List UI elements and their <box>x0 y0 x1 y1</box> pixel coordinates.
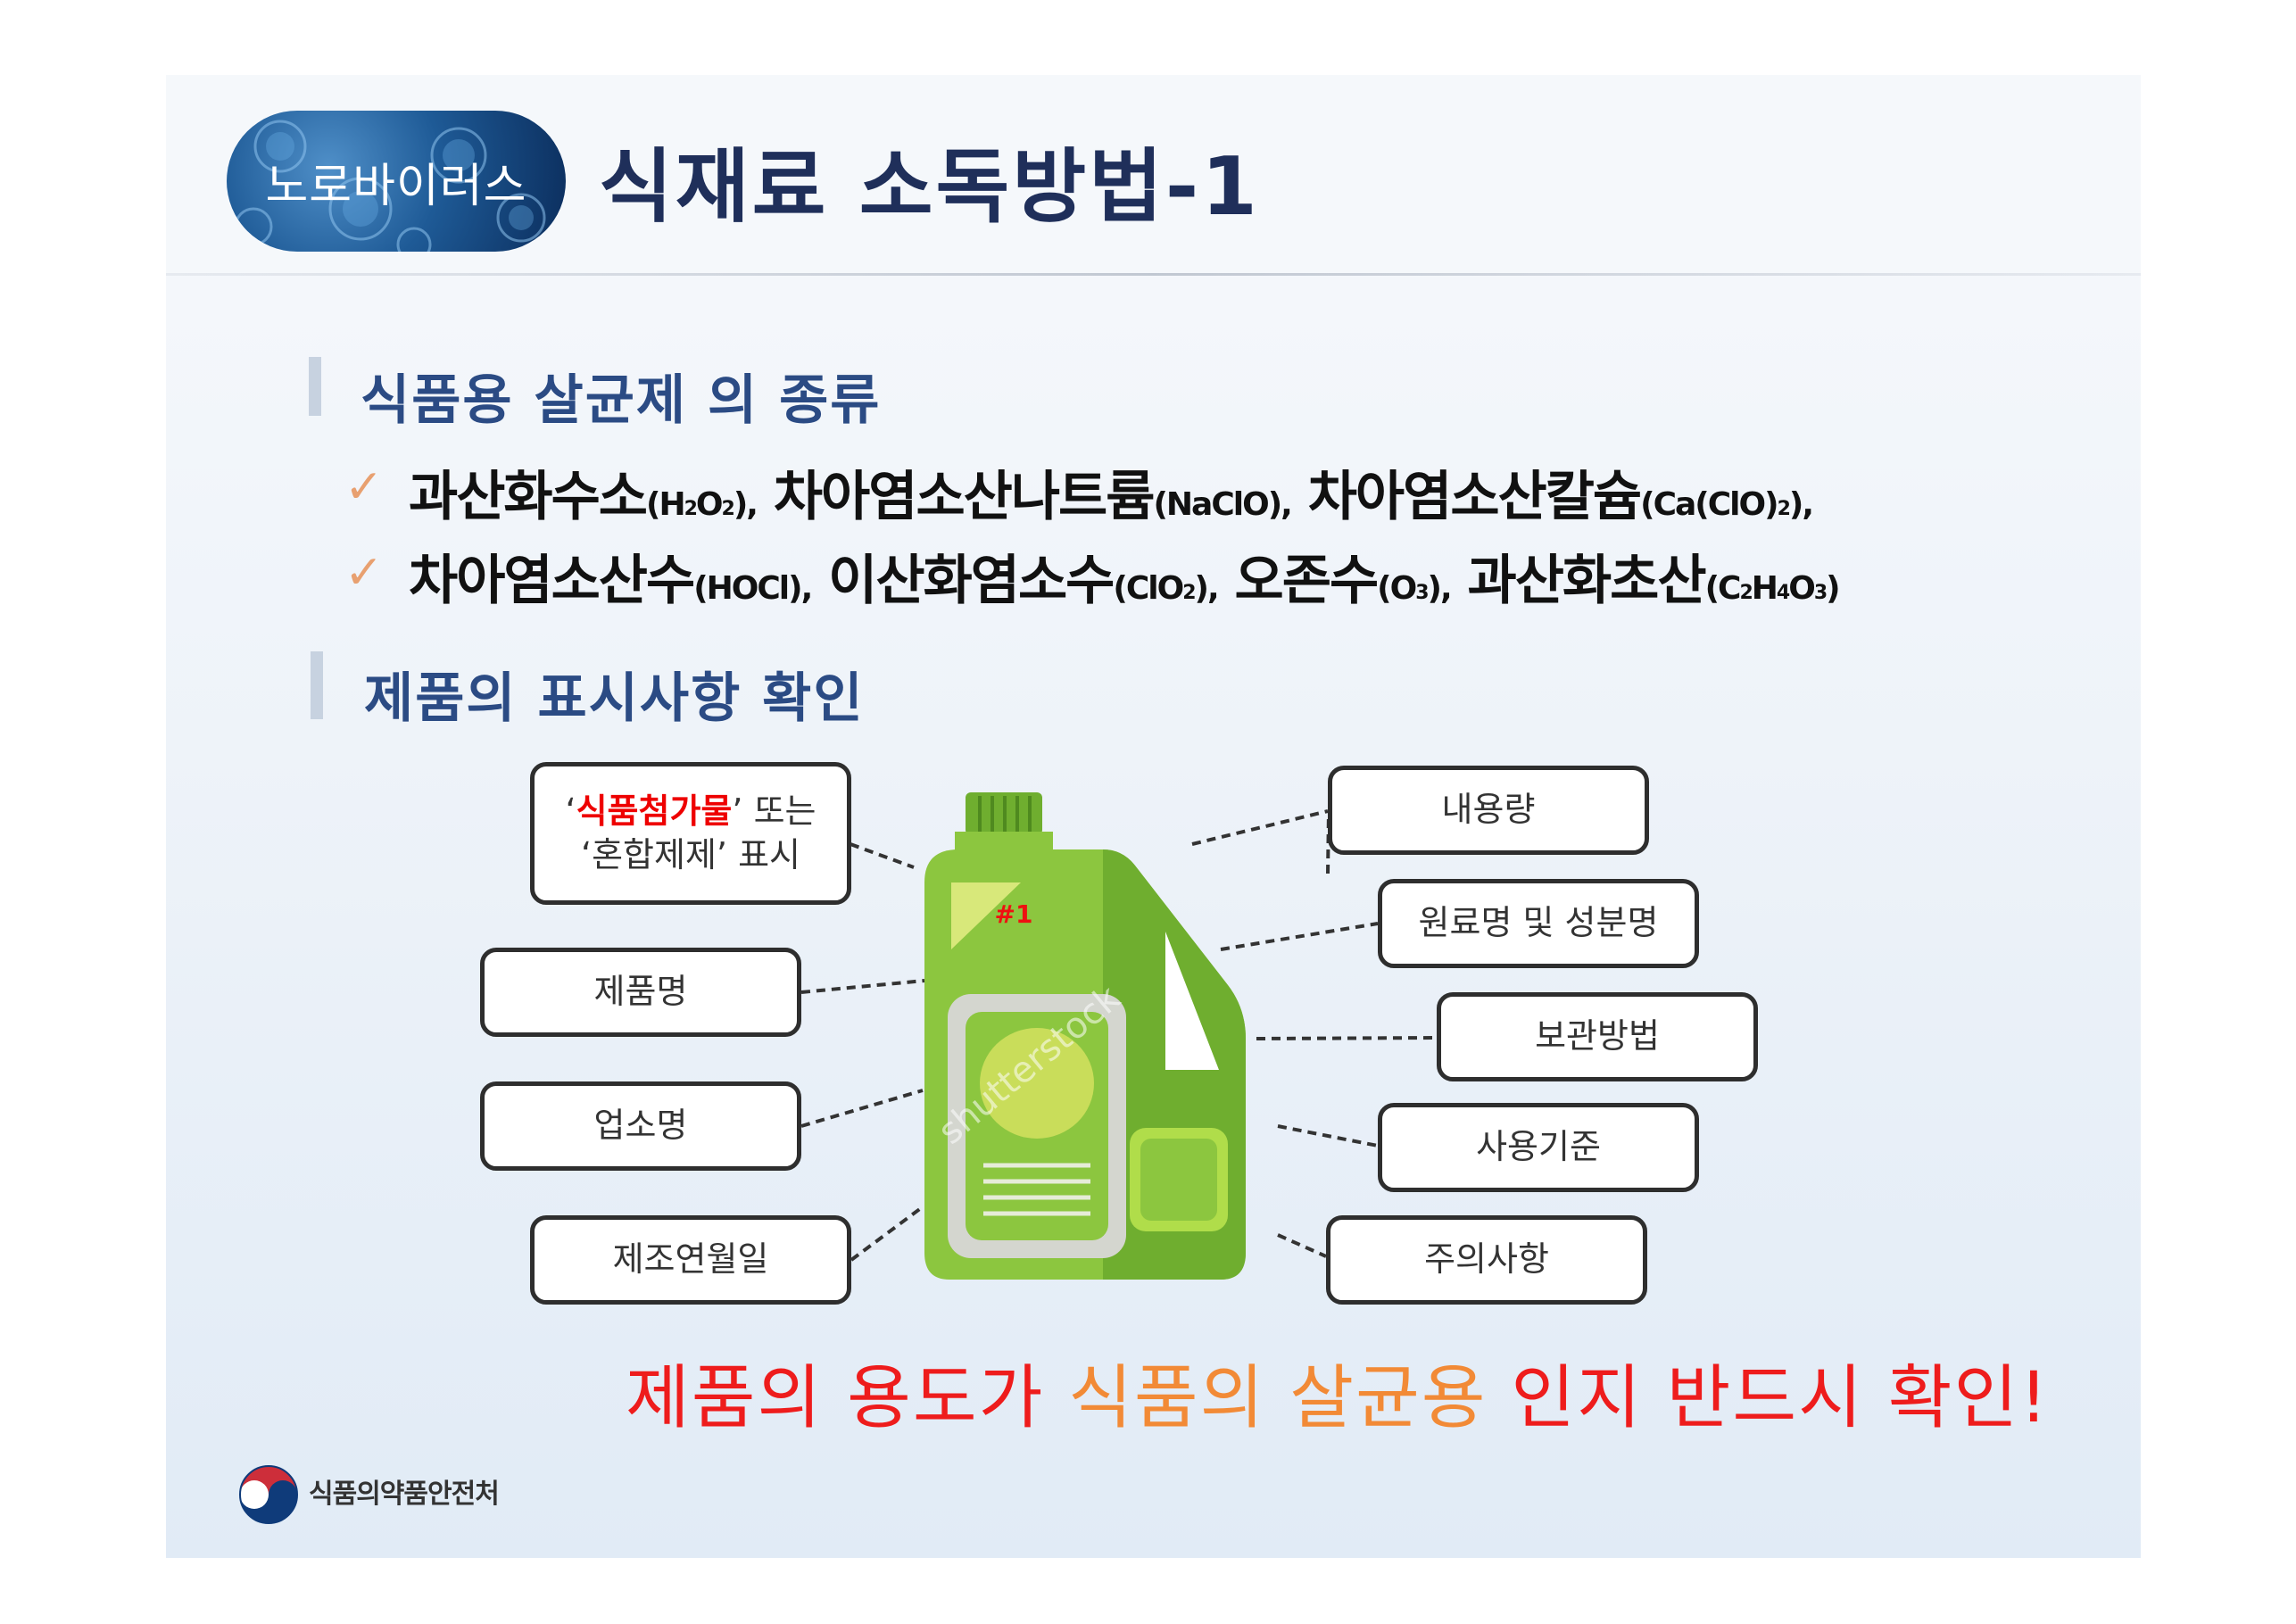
label-box-storage-method: 보관방법 <box>1437 992 1758 1081</box>
connector-line <box>1191 809 1329 846</box>
header-divider <box>166 273 2141 276</box>
sanitizer-list-line-2: 차아염소산수(HOCl), 이산화염소수(ClO2), 오존수(O3), 과산화… <box>409 550 1841 612</box>
label-box-food-additive: ‘식품첨가물’ 또는 ‘혼합제제’ 표시 <box>530 762 851 905</box>
label-box-company-name: 업소명 <box>480 1081 801 1171</box>
connector-line <box>1277 1124 1379 1148</box>
slide: 노로바이러스 식재료 소독방법-1 식품용 살균제 의 종류 ✓ 과산화수소(H… <box>166 75 2141 1558</box>
connector-line <box>800 1089 924 1128</box>
section-title-label-check: 제품의 표시사항 확인 <box>364 667 865 730</box>
connector-line <box>1277 1233 1327 1258</box>
label-box-content-volume: 내용량 <box>1328 766 1649 855</box>
section-marker <box>311 651 323 719</box>
label-box-manufacture-date: 제조연월일 <box>530 1215 851 1305</box>
connector-line <box>850 842 915 869</box>
label-box-ingredients: 원료명 및 성분명 <box>1378 879 1699 968</box>
section-marker <box>309 357 321 416</box>
mixed-agent-text: ‘혼합제제’ 표시 <box>581 835 800 874</box>
connector-line <box>1220 922 1379 951</box>
connector-line <box>800 979 925 994</box>
page-title: 식재료 소독방법-1 <box>599 140 1260 234</box>
label-diagram: #1 shutterstock <box>800 792 1438 1280</box>
norovirus-badge: 노로바이러스 <box>227 111 566 252</box>
label-box-product-name: 제품명 <box>480 948 801 1037</box>
mfds-logo-icon <box>239 1465 298 1524</box>
org-name: 식품의약품안전처 <box>309 1479 500 1510</box>
virus-pattern-icon <box>234 120 546 252</box>
label-box-precautions: 주의사항 <box>1326 1215 1647 1305</box>
sanitizer-list-line-1: 과산화수소(H2O2), 차아염소산나트륨(NaClO), 차아염소산칼슘(Ca… <box>409 466 1814 528</box>
connector-line <box>1256 1036 1438 1040</box>
sanitizer-bottle-icon <box>924 792 1246 1280</box>
connector-line <box>850 1206 923 1262</box>
bottle-badge: #1 <box>995 899 1033 929</box>
check-icon: ✓ <box>344 460 384 514</box>
label-box-usage-standard: 사용기준 <box>1378 1103 1699 1192</box>
bottom-warning: 제품의 용도가 식품의 살균용 인지 반드시 확인! <box>626 1358 2050 1438</box>
section-title-sanitizer-types: 식품용 살균제 의 종류 <box>361 369 882 432</box>
check-icon: ✓ <box>344 546 384 600</box>
badge-label: 노로바이러스 <box>265 159 527 213</box>
food-additive-text: ‘식품첨가물’ 또는 <box>565 791 816 831</box>
